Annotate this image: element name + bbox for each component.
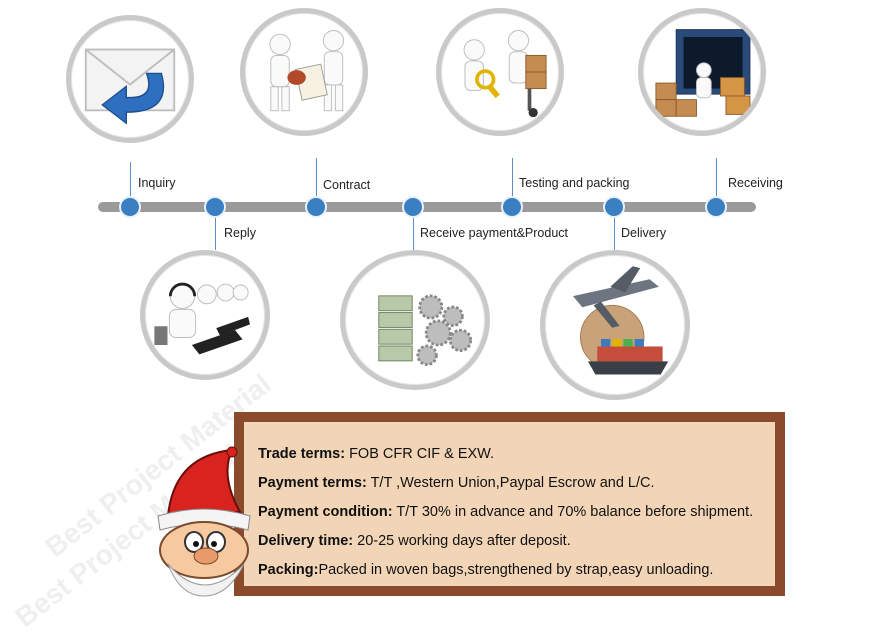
- payment-terms-line: Payment terms: T/T ,Western Union,Paypal…: [258, 469, 763, 498]
- reply-stem: [215, 212, 216, 250]
- payment-condition-line: Payment condition: T/T 30% in advance an…: [258, 498, 763, 527]
- node-receive-payment: [402, 196, 424, 218]
- node-receiving: [705, 196, 727, 218]
- node-delivery: [603, 196, 625, 218]
- payment-condition-key: Payment condition:: [258, 504, 393, 520]
- label-reply: Reply: [224, 226, 256, 240]
- payment-terms-key: Payment terms:: [258, 475, 367, 491]
- gnome-mascot-icon: [157, 446, 251, 597]
- testing-stem: [512, 158, 513, 202]
- payment-stem: [413, 212, 414, 250]
- trade-terms-line: Trade terms: FOB CFR CIF & EXW.: [258, 440, 763, 469]
- payment-terms-value: T/T ,Western Union,Paypal Escrow and L/C…: [366, 475, 655, 491]
- trade-terms-value: FOB CFR CIF & EXW.: [345, 446, 495, 462]
- plane-ship-icon: [573, 266, 669, 375]
- delivery-time-key: Delivery time:: [258, 533, 354, 549]
- node-testing: [501, 196, 523, 218]
- inspection-figures-icon: [463, 30, 547, 118]
- inquiry-stem: [130, 162, 131, 202]
- container-boxes-icon: [655, 29, 751, 117]
- packing-line: Packing:Packed in woven bags,strengthene…: [258, 556, 763, 585]
- payment-condition-value: T/T 30% in advance and 70% balance befor…: [392, 504, 754, 520]
- label-delivery: Delivery: [621, 226, 667, 240]
- testing-packing-image: [436, 8, 564, 136]
- label-receiving: Receiving: [728, 176, 783, 190]
- contract-stem: [316, 158, 317, 202]
- handshake-figures-icon: [269, 30, 345, 112]
- delivery-stem: [614, 212, 615, 250]
- trade-terms-key: Trade terms:: [258, 446, 346, 462]
- inquiry-image: [66, 15, 194, 143]
- trade-info-box: Trade terms: FOB CFR CIF & EXW. Payment …: [234, 412, 785, 596]
- label-testing: Testing and packing: [519, 176, 630, 190]
- label-receive-payment: Receive payment&Product: [420, 226, 568, 240]
- node-reply: [204, 196, 226, 218]
- delivery-time-value: 20-25 working days after deposit.: [353, 533, 571, 549]
- label-contract: Contract: [323, 178, 371, 192]
- packing-key: Packing:: [258, 562, 319, 578]
- node-contract: [305, 196, 327, 218]
- delivery-image: [540, 250, 690, 400]
- envelope-icon: [84, 48, 176, 125]
- money-gears-icon: [378, 294, 473, 366]
- delivery-time-line: Delivery time: 20-25 working days after …: [258, 527, 763, 556]
- receive-payment-image: [340, 250, 490, 390]
- receiving-stem: [716, 158, 717, 202]
- call-center-icon: [154, 282, 250, 355]
- trade-info-panel: Trade terms: FOB CFR CIF & EXW. Payment …: [244, 422, 775, 586]
- node-inquiry: [119, 196, 141, 218]
- timeline-bar: [98, 202, 756, 212]
- packing-value: Packed in woven bags,strengthened by str…: [318, 562, 714, 578]
- contract-image: [240, 8, 368, 136]
- label-inquiry: Inquiry: [138, 176, 176, 190]
- reply-image: [140, 250, 270, 380]
- receiving-image: [638, 8, 766, 136]
